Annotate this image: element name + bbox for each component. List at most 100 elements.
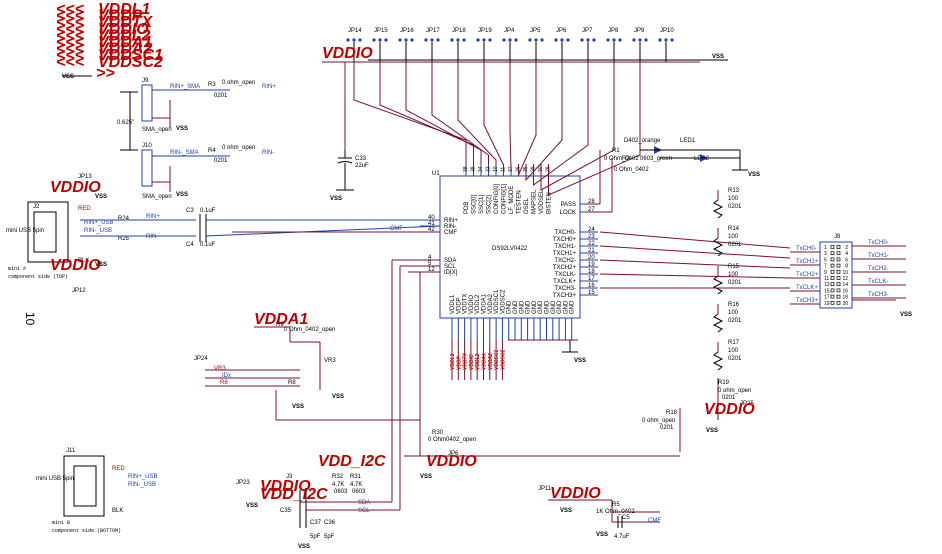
power-arrow: <<< [56, 8, 84, 25]
u1-pin-name: TXCH1- [554, 244, 576, 250]
jp25-vss: VSS [706, 428, 718, 434]
power-label-vddio: VDDIO [98, 21, 149, 38]
c37-ref: C37 [310, 520, 322, 526]
u1-pin-num: 27 [588, 207, 595, 213]
jumper-pin [410, 38, 414, 42]
id-vss1: VSS [292, 404, 304, 410]
jumper-jp9: JP9 [634, 28, 645, 34]
j8-pin-num: 14 [842, 282, 848, 288]
u1-top-pin-name: MAPSEL [532, 189, 538, 214]
u1-pin-num: 4 [428, 255, 432, 261]
jumper-pin [430, 38, 434, 42]
resistor-ref: R17 [728, 340, 740, 346]
j8-pin-num: 4 [845, 251, 848, 257]
u1-top-pin-name: CONFIG[0] [494, 184, 500, 214]
j8-left-net: TxCH2+ [796, 272, 819, 278]
u1-pin-name: TXCLK- [555, 272, 576, 278]
u1-pin-num: 12 [428, 267, 435, 273]
control-wire [509, 62, 512, 171]
jumper-pin [398, 38, 402, 42]
u1-bottom-pin-name: VDDL2 [475, 294, 481, 314]
rinm-net: RIN- [262, 150, 274, 156]
rinm-net2: RIN- [146, 234, 158, 240]
resistor-ref: R16 [728, 302, 740, 308]
control-wire [518, 62, 537, 176]
jumper-pin [476, 38, 480, 42]
jp11-vss: VSS [560, 508, 572, 514]
j11-ref: J11 [66, 448, 76, 454]
r31-ref: R31 [350, 474, 362, 480]
jp6-vddio: VDDIO [426, 453, 477, 470]
power-arrow: <<< [56, 54, 84, 71]
j10-name: SMA_open [142, 194, 172, 200]
gnd-vss: VSS [574, 358, 586, 364]
u1-top-pin-name: TESTEN [517, 190, 523, 214]
idx-net: IDx [222, 373, 231, 379]
jumper-pin [462, 38, 466, 42]
jumper-pin [450, 38, 454, 42]
rinp-sma: RIN+_SMA [170, 84, 200, 90]
usb-top-vddio: VDDIO [50, 179, 101, 196]
sda-net: SDA [358, 500, 370, 506]
j10-ref: J10 [142, 143, 152, 149]
power-pin-label: VDDL1 [450, 353, 456, 370]
jumper-jp19: JP19 [478, 28, 492, 34]
r8-ref-red: R8 [220, 380, 228, 386]
usb-top-note2: component side (TOP) [8, 274, 68, 280]
power-arrow: <<< [56, 27, 84, 44]
j2-label: mini USB 5pin [6, 228, 44, 234]
u1-top-pin-name: SSC[1] [479, 195, 485, 214]
u1-top-pin-name: OSEL [524, 197, 530, 214]
c5-cmf: CMF [648, 518, 661, 524]
j8-pin-num: 3 [824, 251, 827, 257]
j8-pad [836, 276, 841, 280]
c4-ref: C4 [186, 242, 194, 248]
resistor-ref: R15 [728, 264, 740, 270]
resistor-ref: R13 [728, 188, 740, 194]
u1-pin-name: SDA [444, 258, 456, 264]
u1-top-pin-name: VODSEL [539, 189, 545, 214]
r18-size: 0201 [660, 425, 674, 431]
control-wire [540, 62, 615, 191]
j8-pin-num: 18 [842, 295, 848, 301]
jumper-pin [528, 38, 532, 42]
jumper-pin [560, 38, 564, 42]
j8-pin-num: 11 [824, 276, 829, 282]
j8-ref: J8 [834, 234, 841, 240]
j8-pin-num: 7 [824, 264, 827, 270]
i2c-vss2: VSS [298, 544, 310, 550]
r32-size: 0603 [334, 489, 348, 495]
r2-val: 0 Ohm_0402 [614, 167, 649, 173]
jumper-pin [534, 38, 538, 42]
r31-size: 0603 [352, 489, 366, 495]
u1-pin-name: TXCH2- [554, 258, 576, 264]
j8-right-net: TxCH2- [868, 266, 889, 272]
u1-top-pin-num: 38 [463, 166, 469, 172]
j8-pad [830, 269, 835, 274]
j8-right-net: TxCLK- [868, 279, 888, 285]
cmf-net: CMF [390, 226, 403, 232]
vss-label-top: VSS [62, 74, 74, 80]
power-arrow: <<< [56, 41, 84, 58]
jumper-pin [664, 38, 668, 42]
rinp-usb: RIN+_USB [84, 220, 114, 226]
j11-red: RED [112, 466, 125, 472]
jumper-jp10: JP10 [660, 28, 674, 34]
power-labels: <<<VDDL1<<<VDDP<<<VDDTX<<<VDDIO<<<VDDL2<… [56, 1, 163, 71]
control-wire [431, 62, 489, 164]
resistor-val: 100 [728, 234, 739, 240]
control-wire [379, 62, 474, 164]
vss-arrow: >> [96, 65, 115, 82]
j8-pin-num: 17 [824, 295, 830, 301]
u1-bottom-pin-name: GND [563, 300, 569, 314]
power-label-vddsc2: VDDSC2 [98, 54, 163, 71]
control-wire [548, 62, 641, 196]
j8-pin-num: 1 [824, 245, 827, 251]
r3-ref: R3 [208, 82, 216, 88]
u1-pin-num: 5 [428, 261, 432, 267]
c33-value: 22uF [355, 163, 369, 169]
jumper-pin [566, 38, 570, 42]
